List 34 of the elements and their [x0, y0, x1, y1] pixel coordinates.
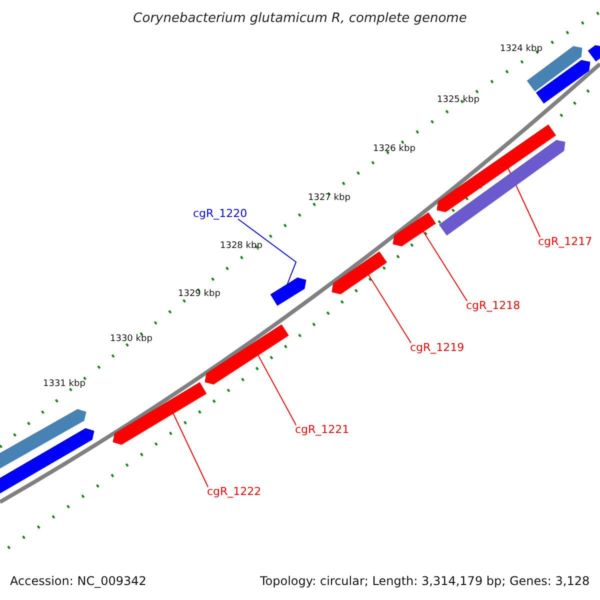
gene-block: [436, 124, 556, 212]
leader-line: [258, 354, 296, 426]
gene-block: [438, 140, 566, 236]
gene-block: [392, 212, 436, 246]
tick-label: 1331 kbp: [43, 380, 86, 389]
tick-label: 1326 kbp: [373, 145, 416, 154]
tick-label: 1329 kbp: [178, 290, 220, 299]
leader-line: [238, 218, 297, 286]
gene-block: [112, 382, 207, 445]
footer-text: Topology: circular; Length: 3,314,179 bp; Genes: 3,128: [260, 575, 590, 587]
tick-label: 1325 kbp: [437, 96, 480, 105]
leader-line: [368, 274, 412, 344]
gene-block: [270, 277, 306, 306]
leader-line: [422, 230, 468, 302]
tick-label: 1324 kbp: [500, 45, 542, 54]
tick-label: 1328 kbp: [220, 242, 262, 251]
gene-block: [526, 46, 582, 92]
gene-block: [0, 428, 94, 494]
gene-block: [536, 60, 590, 104]
gene-label: cgR_1220: [193, 208, 248, 219]
tick-label: 1330 kbp: [110, 335, 152, 344]
gene-block: [588, 45, 600, 62]
footer-text: Accession: NC_009342: [10, 575, 146, 587]
gene-block: [332, 251, 387, 294]
tick-label: 1327 kbp: [308, 194, 350, 203]
gene-label: cgR_1221: [295, 424, 350, 435]
gene-block: [0, 409, 86, 469]
diagram-title: Corynebacterium glutamicum R, complete genome: [132, 12, 468, 25]
gene-label: cgR_1217: [538, 236, 592, 247]
gene-block: [204, 324, 289, 384]
gene-label: cgR_1219: [410, 342, 464, 353]
leader-line: [172, 412, 208, 488]
gene-label: cgR_1218: [466, 300, 520, 311]
gene-label: cgR_1222: [207, 486, 262, 497]
